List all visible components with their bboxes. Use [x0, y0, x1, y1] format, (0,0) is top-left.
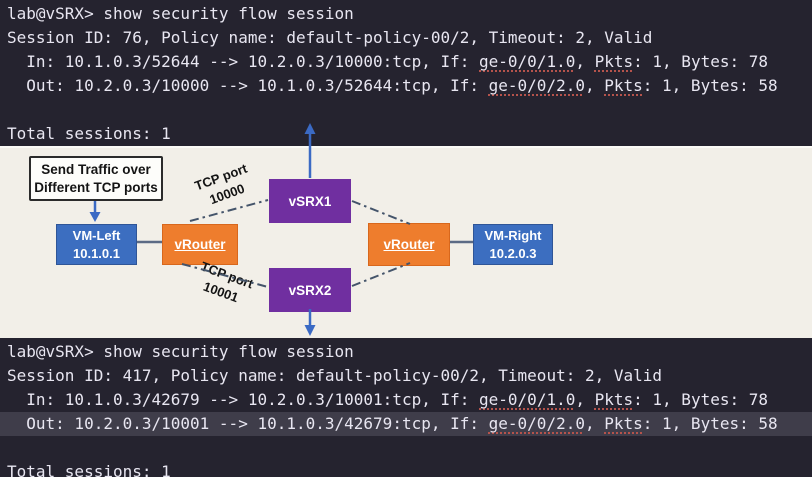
terminal-in-line: In: 10.1.0.3/52644 --> 10.2.0.3/10000:tc… [0, 50, 812, 74]
terminal-blank-line [0, 436, 812, 460]
terminal-blank-line [0, 98, 812, 122]
terminal-bottom[interactable]: lab@vSRX> show security flow session Ses… [0, 338, 812, 477]
vrouter-left-label: vRouter [174, 237, 226, 252]
callout-line2: Different TCP ports [34, 179, 158, 195]
pkts-underlined: Pkts [594, 52, 634, 71]
node-vm-right: VM-Right 10.2.0.3 [473, 224, 553, 265]
in-line-pre: In: 10.1.0.3/42679 --> 10.2.0.3/10001:tc… [7, 390, 480, 409]
node-vrouter-left: vRouter [162, 224, 238, 265]
node-vrouter-right: vRouter [368, 223, 450, 266]
vm-right-ip: 10.2.0.3 [489, 245, 537, 261]
terminal-total-line: Total sessions: 1 [0, 122, 812, 146]
vm-left-name: VM-Left [72, 227, 121, 243]
in-line-mid: , [575, 52, 595, 71]
terminal-total-line: Total sessions: 1 [0, 460, 812, 477]
node-vsrx2: vSRX2 [269, 268, 351, 312]
terminal-in-line: In: 10.1.0.3/42679 --> 10.2.0.3/10001:tc… [0, 388, 812, 412]
pkts-underlined: Pkts [604, 76, 643, 95]
terminal-out-line-highlighted: Out: 10.2.0.3/10001 --> 10.1.0.3/42679:t… [0, 412, 812, 436]
out-line-mid: , [584, 76, 605, 95]
terminal-session-line: Session ID: 76, Policy name: default-pol… [0, 26, 812, 50]
in-line-post: : 1, Bytes: 78 [633, 390, 768, 409]
prompt-text: lab@vSRX> show security flow session [7, 342, 354, 361]
if-name-underlined: ge-0/0/1.0 [479, 390, 576, 409]
total-sessions-text: Total sessions: 1 [7, 462, 171, 477]
callout-note: Send Traffic over Different TCP ports [29, 156, 163, 201]
if-name-underlined: ge-0/0/1.0 [479, 52, 576, 71]
terminal-prompt-line: lab@vSRX> show security flow session [0, 2, 812, 26]
in-line-pre: In: 10.1.0.3/52644 --> 10.2.0.3/10000:tc… [7, 52, 480, 71]
session-text: Session ID: 417, Policy name: default-po… [7, 366, 663, 385]
out-line-post: : 1, Bytes: 58 [642, 76, 778, 95]
vsrx1-label: vSRX1 [288, 193, 332, 209]
if-name-underlined: ge-0/0/2.0 [488, 414, 585, 433]
vm-right-name: VM-Right [484, 227, 542, 243]
out-line-pre: Out: 10.2.0.3/10000 --> 10.1.0.3/52644:t… [7, 76, 489, 95]
total-sessions-text: Total sessions: 1 [7, 124, 171, 143]
pkts-underlined: Pkts [594, 390, 634, 409]
pkts-underlined: Pkts [604, 414, 643, 433]
out-line-post: : 1, Bytes: 58 [642, 414, 778, 433]
terminal-prompt-line: lab@vSRX> show security flow session [0, 340, 812, 364]
in-line-post: : 1, Bytes: 78 [633, 52, 768, 71]
terminal-out-line: Out: 10.2.0.3/10000 --> 10.1.0.3/52644:t… [0, 74, 812, 98]
node-vsrx1: vSRX1 [269, 179, 351, 223]
terminal-session-line: Session ID: 417, Policy name: default-po… [0, 364, 812, 388]
node-vm-left: VM-Left 10.1.0.1 [56, 224, 137, 265]
terminal-top[interactable]: lab@vSRX> show security flow session Ses… [0, 0, 812, 148]
out-line-mid: , [584, 414, 605, 433]
prompt-text: lab@vSRX> show security flow session [7, 4, 354, 23]
network-diagram: Send Traffic over Different TCP ports VM… [0, 146, 812, 338]
out-line-pre: Out: 10.2.0.3/10001 --> 10.1.0.3/42679:t… [7, 414, 489, 433]
vm-left-ip: 10.1.0.1 [73, 245, 120, 261]
session-text: Session ID: 76, Policy name: default-pol… [7, 28, 653, 47]
vsrx2-label: vSRX2 [288, 282, 332, 298]
callout-line1: Send Traffic over [41, 161, 151, 177]
if-name-underlined: ge-0/0/2.0 [488, 76, 585, 95]
in-line-mid: , [575, 390, 595, 409]
tcp-port-10000-label: TCP port 10000 [192, 160, 250, 207]
vrouter-right-label: vRouter [383, 237, 435, 252]
